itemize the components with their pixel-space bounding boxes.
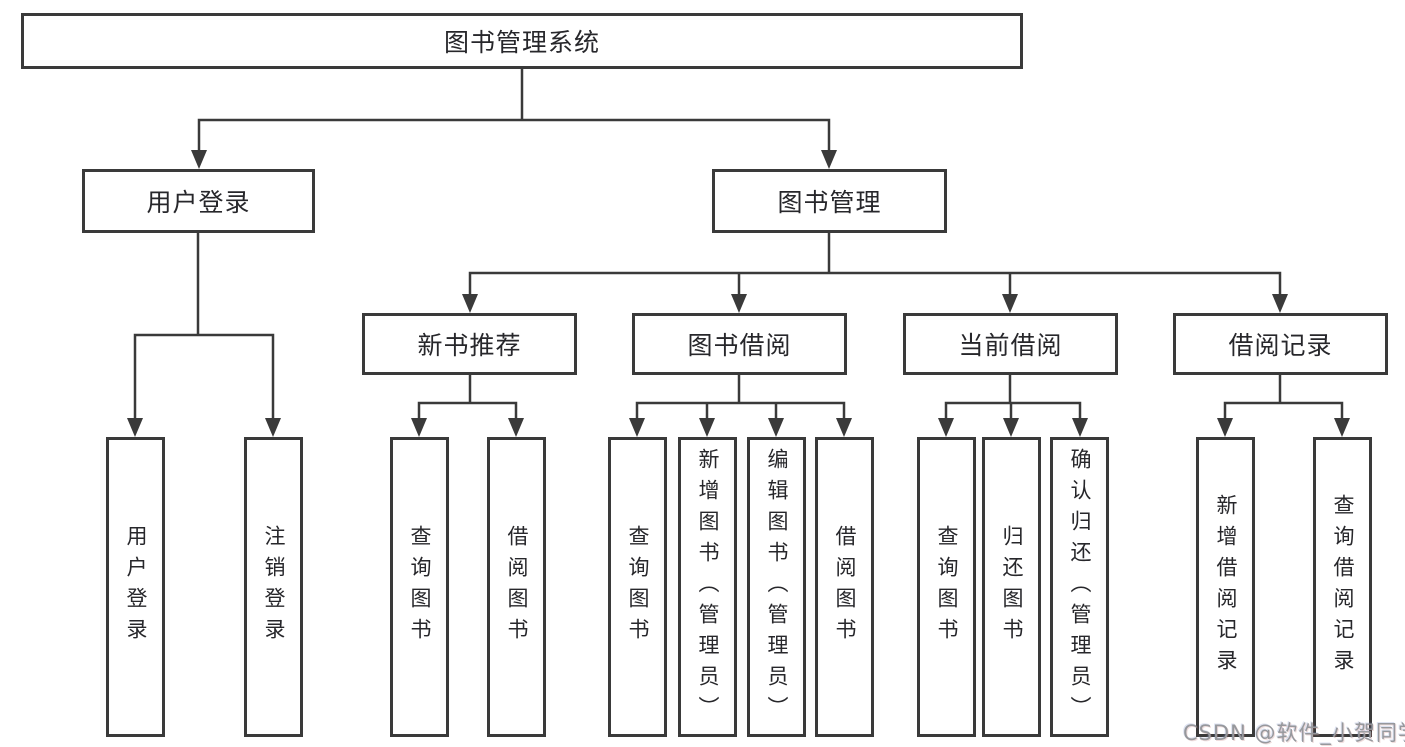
leaf-borrow-books-borrowing: 借阅图书: [815, 437, 874, 737]
leaf-confirm-return-admin: 确认归还（管理员）: [1050, 437, 1109, 737]
node-book-management: 图书管理: [712, 169, 947, 233]
arrowheads: [127, 150, 1350, 437]
leaf-query-books-recommend: 查询图书: [390, 437, 449, 737]
leaf-borrow-books-recommend: 借阅图书: [487, 437, 546, 737]
node-new-book-recommend: 新书推荐: [362, 313, 577, 375]
leaf-return-book: 归还图书: [982, 437, 1041, 737]
node-user-login: 用户登录: [82, 169, 315, 233]
leaf-edit-book-admin: 编辑图书（管理员）: [747, 437, 806, 737]
leaf-logout: 注销登录: [244, 437, 303, 737]
leaf-user-login: 用户登录: [106, 437, 165, 737]
leaf-add-book-admin: 新增图书（管理员）: [678, 437, 737, 737]
node-book-borrowing: 图书借阅: [632, 313, 847, 375]
leaf-query-books-current: 查询图书: [917, 437, 976, 737]
watermark: CSDN @软件_小贺同学: [1183, 721, 1405, 745]
leaf-query-books-borrowing: 查询图书: [608, 437, 667, 737]
node-root: 图书管理系统: [21, 13, 1023, 69]
node-borrowing-records: 借阅记录: [1173, 313, 1388, 375]
node-current-borrowing: 当前借阅: [903, 313, 1118, 375]
leaf-query-borrow-record: 查询借阅记录: [1313, 437, 1372, 737]
leaf-add-borrow-record: 新增借阅记录: [1196, 437, 1255, 737]
